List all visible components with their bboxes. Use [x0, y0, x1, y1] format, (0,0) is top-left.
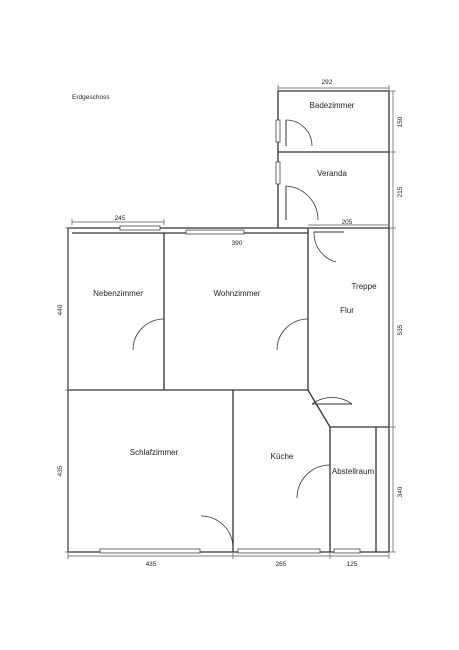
- wall-flur-diagonal: [307, 389, 331, 428]
- door-flur-entry: [313, 231, 344, 263]
- window-badezimmer: [275, 119, 281, 143]
- room-veranda: Veranda: [317, 169, 347, 178]
- door-wohnzimmer: [276, 318, 309, 351]
- dimension-lines: [65, 85, 396, 559]
- dimension-labels: 292 150 215 245 390 205 440 535 435 340 …: [57, 79, 404, 568]
- window-abstellraum: [333, 548, 361, 554]
- dim-top-292: 292: [322, 79, 333, 86]
- floor-title: Erdgeschoss: [72, 94, 110, 101]
- wall-bath-veranda-outer: [278, 90, 390, 228]
- room-labels: Badezimmer Veranda Nebenzimmer Wohnzimme…: [93, 101, 377, 476]
- room-flur: Flur: [340, 306, 354, 315]
- door-schlafzimmer: [200, 515, 234, 549]
- dim-bottom-265: 265: [276, 561, 287, 568]
- room-nebenzimmer: Nebenzimmer: [93, 289, 143, 298]
- door-nebenzimmer: [132, 318, 165, 351]
- room-abstellraum: Abstellraum: [332, 467, 375, 476]
- windows: [99, 119, 361, 554]
- door-veranda: [285, 185, 319, 221]
- door-flur-lower: [311, 397, 353, 405]
- room-kueche: Küche: [271, 452, 294, 461]
- dim-top-245: 245: [115, 215, 126, 222]
- window-wohnzimmer: [185, 229, 245, 235]
- walls: [67, 90, 390, 553]
- dim-right-535: 535: [397, 324, 404, 335]
- door-kueche: [296, 464, 331, 499]
- dim-top-390: 390: [232, 240, 243, 247]
- window-veranda: [275, 161, 281, 185]
- dim-left-435: 435: [57, 465, 64, 476]
- room-schlafzimmer: Schlafzimmer: [130, 448, 179, 457]
- dim-bottom-125: 125: [347, 561, 358, 568]
- room-badezimmer: Badezimmer: [310, 101, 355, 110]
- dim-right-150: 150: [397, 116, 404, 127]
- room-treppe: Treppe: [351, 282, 377, 291]
- dim-right-215: 215: [397, 186, 404, 197]
- window-schlafzimmer: [99, 548, 201, 554]
- door-badezimmer: [285, 119, 313, 147]
- window-nebenzimmer: [119, 225, 161, 231]
- room-wohnzimmer: Wohnzimmer: [214, 289, 261, 298]
- dim-top-205: 205: [342, 219, 353, 226]
- dim-right-340: 340: [397, 486, 404, 497]
- dim-bottom-435: 435: [146, 561, 157, 568]
- dim-left-440: 440: [57, 304, 64, 315]
- doors: [132, 119, 353, 549]
- window-kueche: [237, 548, 321, 554]
